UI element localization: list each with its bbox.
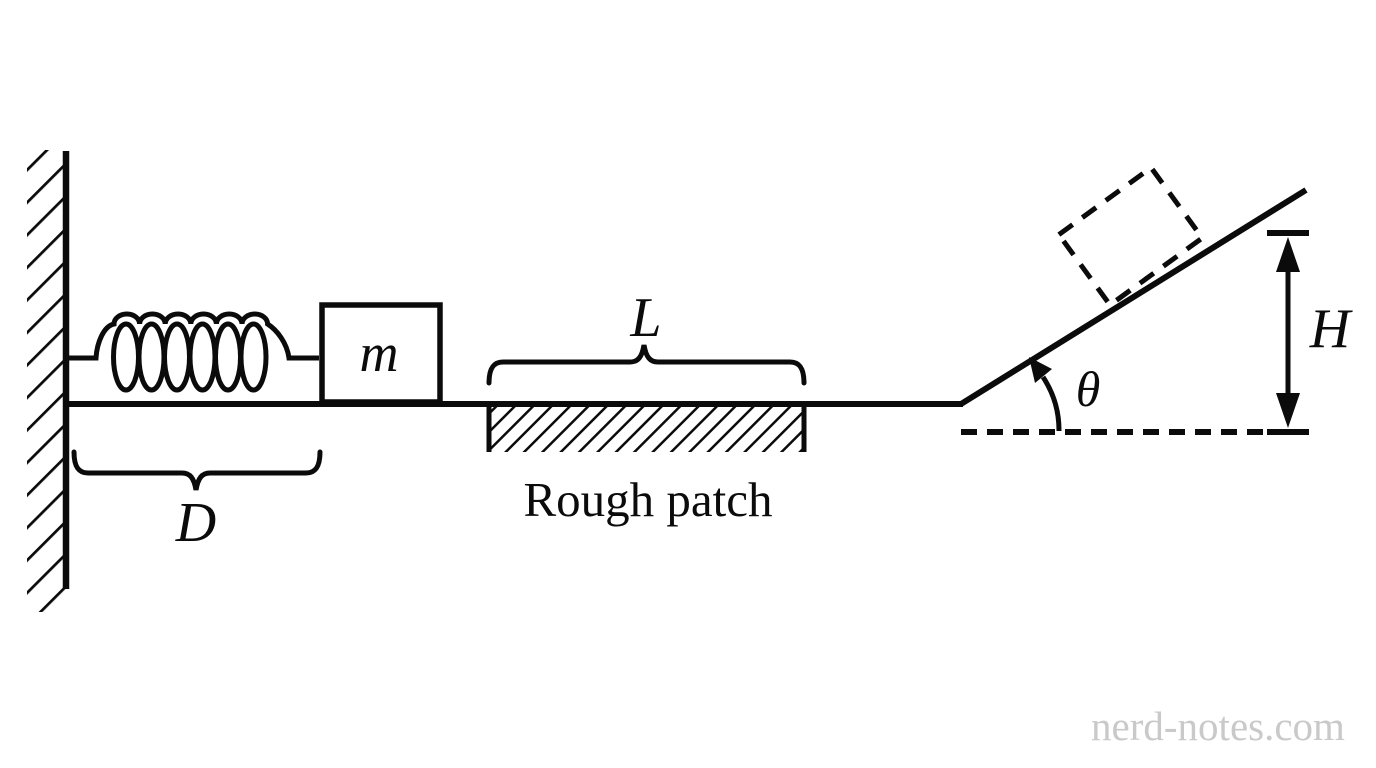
spring-coil xyxy=(238,321,269,393)
underbrace-d xyxy=(71,449,323,491)
incline-surface xyxy=(959,187,1308,407)
block-m: m xyxy=(319,302,443,405)
watermark: nerd-notes.com xyxy=(1091,703,1345,749)
label-l: L xyxy=(629,287,661,349)
wall xyxy=(27,150,70,612)
label-theta: θ xyxy=(1076,361,1101,417)
spring-coil xyxy=(111,321,141,393)
overbrace-l xyxy=(486,344,807,386)
angle-theta: θ xyxy=(1029,357,1101,432)
distance-d: D xyxy=(71,449,323,554)
rough-patch-hatching xyxy=(489,407,804,452)
spring-coil xyxy=(162,321,192,393)
spring-wire-top xyxy=(63,311,319,361)
ghost-block-dashed xyxy=(1055,164,1206,309)
angle-arc xyxy=(1040,375,1062,432)
spring-coil xyxy=(136,321,167,393)
spring-coil xyxy=(213,321,243,393)
block-m-outline xyxy=(319,302,443,405)
height-dimension: H xyxy=(1267,230,1353,435)
height-arrowhead-up xyxy=(1276,237,1300,272)
label-d: D xyxy=(175,492,216,554)
spring xyxy=(63,311,319,393)
length-l: L xyxy=(486,287,807,386)
height-arrowhead-down xyxy=(1276,393,1300,428)
label-h: H xyxy=(1309,298,1353,360)
angle-arc-arrowhead xyxy=(1029,357,1052,383)
spring-coil xyxy=(187,321,218,393)
rough-patch: Rough patch xyxy=(486,404,807,527)
label-mass: m xyxy=(360,323,399,383)
wall-hatching xyxy=(27,150,66,612)
rough-patch-caption: Rough patch xyxy=(523,472,772,527)
